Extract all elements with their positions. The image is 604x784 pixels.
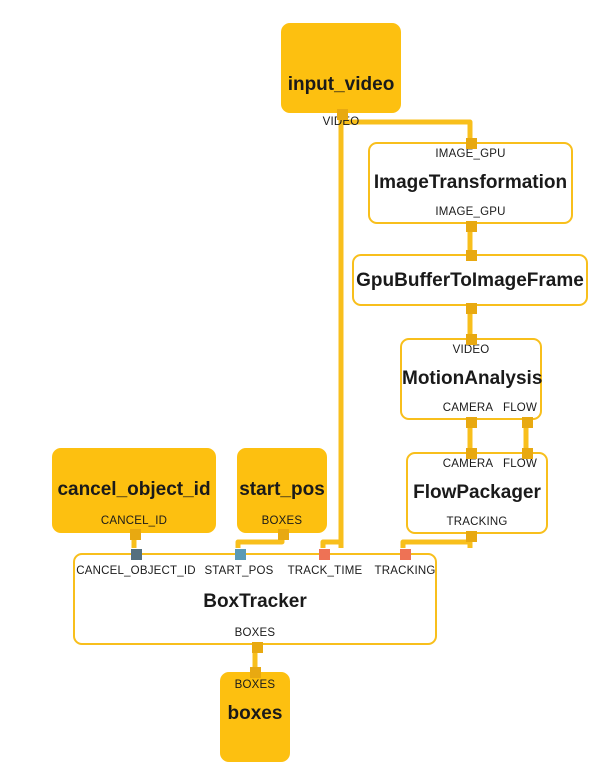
port-label-tracking-out: TRACKING bbox=[446, 516, 508, 528]
port-in-image-gpu[interactable] bbox=[466, 138, 477, 149]
node-motion-analysis[interactable]: VIDEO MotionAnalysis CAMERA FLOW bbox=[400, 334, 543, 428]
node-title: cancel_object_id bbox=[57, 479, 211, 500]
port-in-track-time[interactable] bbox=[319, 549, 330, 560]
port-out-camera[interactable] bbox=[466, 417, 477, 428]
node-cancel-object-id[interactable]: cancel_object_id CANCEL_ID bbox=[52, 448, 216, 540]
port-in-camera[interactable] bbox=[466, 448, 477, 459]
node-title: boxes bbox=[227, 703, 283, 724]
node-input-video[interactable]: input_video VIDEO bbox=[281, 23, 401, 128]
edge-input-video-to-image-transformation bbox=[341, 119, 473, 142]
port-label-start-pos-in: START_POS bbox=[204, 565, 274, 577]
edge-track-time-jog bbox=[320, 539, 341, 548]
node-flow-packager[interactable]: CAMERA FLOW FlowPackager TRACKING bbox=[406, 448, 548, 542]
node-title: start_pos bbox=[239, 479, 325, 500]
port-label-cancel-object-id-in: CANCEL_OBJECT_ID bbox=[76, 565, 196, 577]
port-in-video[interactable] bbox=[466, 334, 477, 345]
node-title: input_video bbox=[287, 74, 395, 95]
port-in-start-pos[interactable] bbox=[235, 549, 246, 560]
edge-flowpackager-tracking-to-boxtracker bbox=[400, 533, 473, 548]
port-label-image-gpu-in: IMAGE_GPU bbox=[435, 148, 506, 160]
port-in-gpu-buffer[interactable] bbox=[466, 250, 477, 261]
port-label-flow-out: FLOW bbox=[502, 402, 538, 414]
port-label-camera-out: CAMERA bbox=[442, 402, 494, 414]
node-start-pos[interactable]: start_pos BOXES bbox=[237, 448, 327, 540]
port-out-boxes[interactable] bbox=[252, 642, 263, 653]
port-label-track-time-in: TRACK_TIME bbox=[287, 565, 363, 577]
port-label-boxes-in: BOXES bbox=[234, 679, 276, 691]
port-label-image-gpu-out: IMAGE_GPU bbox=[435, 206, 506, 218]
edge-start-pos bbox=[235, 533, 285, 548]
port-label-cancel-id: CANCEL_ID bbox=[100, 515, 168, 527]
node-gpu-buffer-to-image-frame[interactable]: GpuBufferToImageFrame bbox=[352, 250, 588, 314]
node-title: ImageTransformation bbox=[373, 172, 568, 193]
port-out-video[interactable] bbox=[337, 109, 348, 120]
node-box-tracker[interactable]: CANCEL_OBJECT_ID START_POS TRACK_TIME TR… bbox=[73, 549, 437, 653]
port-out-image-gpu[interactable] bbox=[466, 221, 477, 232]
port-label-boxes-out: BOXES bbox=[234, 627, 276, 639]
port-label-flow-in: FLOW bbox=[502, 458, 538, 470]
port-in-boxes[interactable] bbox=[250, 667, 261, 678]
port-in-flow[interactable] bbox=[522, 448, 533, 459]
node-title: BoxTracker bbox=[203, 591, 307, 612]
node-boxes[interactable]: BOXES boxes bbox=[220, 667, 290, 762]
port-out-flow[interactable] bbox=[522, 417, 533, 428]
port-out-image-frame[interactable] bbox=[466, 303, 477, 314]
node-title: MotionAnalysis bbox=[402, 368, 543, 389]
node-title: FlowPackager bbox=[413, 482, 541, 503]
port-in-tracking[interactable] bbox=[400, 549, 411, 560]
port-out-boxes[interactable] bbox=[278, 529, 289, 540]
port-label-boxes-out: BOXES bbox=[261, 515, 303, 527]
port-label-video-in: VIDEO bbox=[452, 344, 490, 356]
port-label-video: VIDEO bbox=[322, 116, 360, 128]
port-label-camera-in: CAMERA bbox=[442, 458, 494, 470]
node-image-transformation[interactable]: IMAGE_GPU ImageTransformation IMAGE_GPU bbox=[368, 138, 573, 232]
port-in-cancel-object-id[interactable] bbox=[131, 549, 142, 560]
node-title: GpuBufferToImageFrame bbox=[356, 270, 584, 291]
port-out-cancel-id[interactable] bbox=[130, 529, 141, 540]
port-label-tracking-in: TRACKING bbox=[374, 565, 436, 577]
port-out-tracking[interactable] bbox=[466, 531, 477, 542]
